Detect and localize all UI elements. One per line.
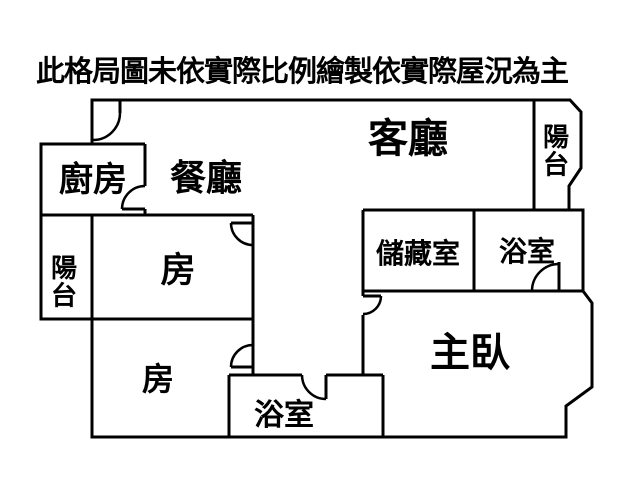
- room-label-living: 客廳: [368, 116, 448, 162]
- room-label-kitchen: 廚房: [59, 160, 127, 200]
- room-label-balcony-left: 陽台: [51, 254, 77, 311]
- room-label-bathroom-lower: 浴室: [254, 398, 314, 433]
- door-swing-arcs: [92, 112, 560, 401]
- room-label-bathroom-upper: 浴室: [499, 235, 555, 268]
- room-label-storage: 儲藏室: [376, 237, 460, 270]
- room-label-balcony-right: 陽台: [543, 123, 569, 180]
- room-label-master-bedroom: 主臥: [430, 330, 510, 376]
- door-leaves: [118, 100, 561, 399]
- walls-outline: [39, 98, 594, 439]
- plan-disclaimer-title: 此格局圖未依實際比例繪製依實際屋況為主: [36, 54, 568, 88]
- room-label-dining: 餐廳: [170, 157, 242, 199]
- room-label-bedroom-lower: 房: [142, 360, 174, 398]
- room-label-bedroom-upper: 房: [160, 251, 195, 291]
